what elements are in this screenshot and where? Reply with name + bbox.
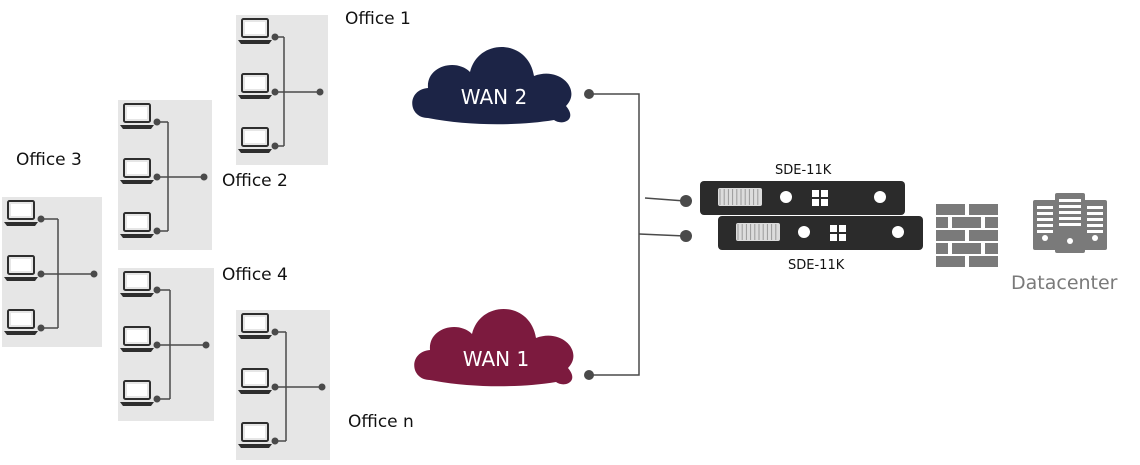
connector-dot bbox=[202, 341, 210, 349]
connector-dot bbox=[153, 286, 161, 294]
office-label-n: Office n bbox=[348, 412, 414, 432]
connector-dot bbox=[90, 270, 98, 278]
office-panel-3 bbox=[2, 197, 102, 347]
connector-dot bbox=[37, 324, 45, 332]
connector-dot bbox=[153, 227, 161, 235]
wan-trunk-line bbox=[589, 93, 640, 376]
laptop-icon bbox=[238, 368, 272, 394]
server-icon bbox=[1033, 193, 1107, 253]
appliance-label-bottom: SDE-11K bbox=[788, 258, 845, 273]
led-dot bbox=[892, 226, 904, 238]
connector-dot bbox=[271, 383, 279, 391]
office-label-1: Office 1 bbox=[345, 9, 411, 29]
connector-dot bbox=[318, 383, 326, 391]
laptop-icon bbox=[120, 158, 154, 184]
laptop-icon bbox=[238, 18, 272, 44]
led-dot bbox=[798, 226, 810, 238]
office-panel-4 bbox=[118, 268, 214, 421]
connector-dot bbox=[153, 341, 161, 349]
datacenter-label: Datacenter bbox=[1011, 272, 1118, 294]
office-panel-1 bbox=[236, 15, 328, 165]
laptop-icon bbox=[4, 200, 38, 226]
connector-dot bbox=[37, 270, 45, 278]
connector-dot bbox=[37, 215, 45, 223]
connector-dot bbox=[271, 437, 279, 445]
connector-dot bbox=[153, 173, 161, 181]
led-dot bbox=[780, 191, 792, 203]
appliance-top bbox=[700, 181, 905, 215]
link-bottom-appliance bbox=[638, 233, 686, 237]
appliance-bottom-port bbox=[680, 230, 692, 242]
office-panel-2 bbox=[118, 100, 212, 250]
wan2-cloud: WAN 2 bbox=[412, 46, 572, 125]
connector-dot bbox=[271, 142, 279, 150]
laptop-icon bbox=[4, 255, 38, 281]
laptop-icon bbox=[238, 127, 272, 153]
laptop-icon bbox=[238, 422, 272, 448]
laptop-icon bbox=[120, 326, 154, 352]
connector-dot bbox=[153, 395, 161, 403]
appliance-label-top: SDE-11K bbox=[775, 163, 832, 178]
cloud-icon bbox=[412, 46, 572, 125]
connector-dot bbox=[316, 88, 324, 96]
cloud-label: WAN 1 bbox=[463, 347, 529, 371]
appliance-top-port bbox=[680, 195, 692, 207]
office-label-2: Office 2 bbox=[222, 171, 288, 191]
link-top-appliance bbox=[644, 197, 686, 202]
led-dot bbox=[874, 191, 886, 203]
office-label-3: Office 3 bbox=[16, 150, 82, 170]
wan1-cloud: WAN 1 bbox=[414, 308, 574, 387]
laptop-icon bbox=[120, 212, 154, 238]
appliance-bottom bbox=[718, 216, 923, 250]
laptop-icon bbox=[120, 380, 154, 406]
office-label-4: Office 4 bbox=[222, 265, 288, 285]
connector-dot bbox=[271, 328, 279, 336]
cloud-label: WAN 2 bbox=[461, 85, 527, 109]
connector-dot bbox=[271, 33, 279, 41]
cloud-icon bbox=[414, 308, 574, 387]
laptop-icon bbox=[120, 103, 154, 129]
connector-dot bbox=[271, 88, 279, 96]
connector-dot bbox=[153, 118, 161, 126]
laptop-icon bbox=[238, 73, 272, 99]
vent-panel bbox=[718, 188, 762, 206]
office-panel-n bbox=[236, 310, 330, 460]
laptop-icon bbox=[238, 313, 272, 339]
firewall-icon bbox=[936, 204, 998, 267]
laptop-icon bbox=[4, 309, 38, 335]
connector-dot bbox=[200, 173, 208, 181]
laptop-icon bbox=[120, 271, 154, 297]
wan1-port-dot bbox=[584, 370, 594, 380]
vent-panel bbox=[736, 223, 780, 241]
